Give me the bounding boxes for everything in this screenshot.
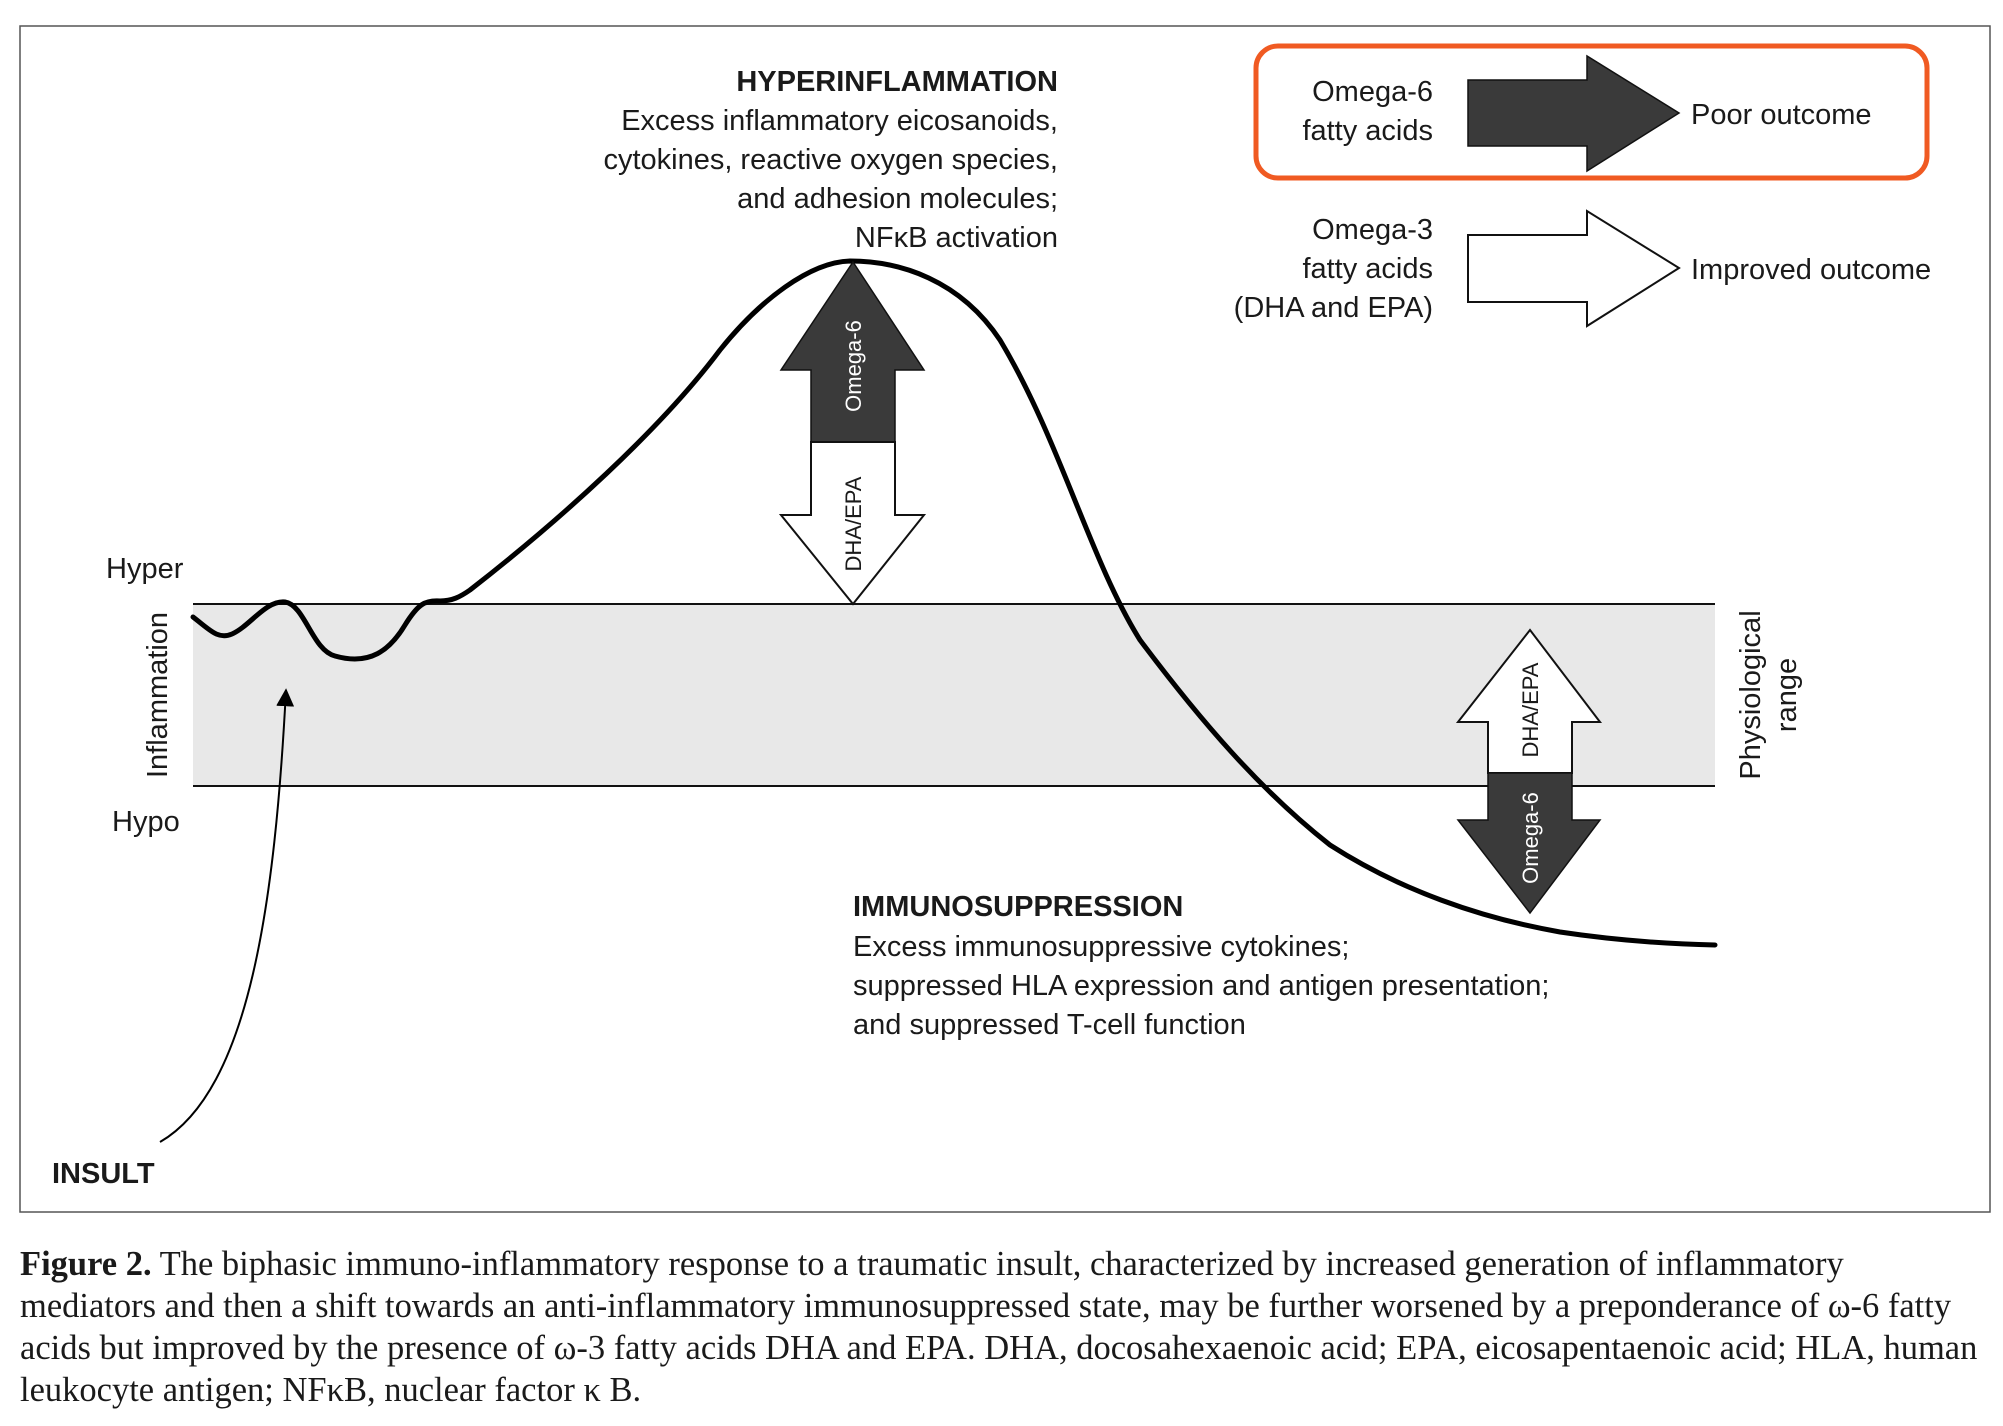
poor-outcome-label: Poor outcome [1691, 99, 1872, 131]
improved-outcome-label: Improved outcome [1691, 254, 1931, 286]
omega3-legend-line-3: (DHA and EPA) [1234, 292, 1433, 324]
immunosuppression-line-3: and suppressed T-cell function [853, 1009, 1246, 1041]
caption-text: The biphasic immuno-inflammatory respons… [20, 1245, 1978, 1409]
insult-arrow [159, 688, 295, 1143]
physiological-range-line-2: range [1771, 658, 1803, 732]
omega6-legend-arrow [1467, 54, 1681, 173]
hyperinflammation-line-1: Excess inflammatory eicosanoids, [621, 105, 1058, 137]
hypo-label: Hypo [112, 806, 180, 838]
peak-omega6-label: Omega-6 [841, 320, 866, 412]
omega6-legend-line-1: Omega-6 [1312, 76, 1433, 108]
hyperinflammation-title: HYPERINFLAMMATION [736, 66, 1058, 98]
figure-frame [19, 25, 1991, 1213]
omega3-legend-arrow [1467, 209, 1681, 328]
insult-label: INSULT [52, 1158, 155, 1190]
immunosuppression-title: IMMUNOSUPPRESSION [853, 891, 1183, 923]
hyperinflammation-line-2: cytokines, reactive oxygen species, [603, 144, 1058, 176]
omega6-highlight-box [1253, 43, 1930, 181]
omega6-legend-line-2: fatty acids [1302, 115, 1433, 147]
immunosuppression-line-2: suppressed HLA expression and antigen pr… [853, 970, 1549, 1002]
peak-dha-epa-label: DHA/EPA [841, 476, 866, 571]
inflammation-response-curve [190, 258, 1718, 948]
omega3-legend-line-1: Omega-3 [1312, 214, 1433, 246]
immunosuppression-line-1: Excess immunosuppressive cytokines; [853, 931, 1349, 963]
physiological-range-band [193, 604, 1715, 786]
caption-title: Figure 2. [20, 1245, 152, 1283]
physiological-range-label: Physiological range [1735, 610, 1803, 779]
trough-dha-epa-label: DHA/EPA [1518, 662, 1543, 757]
hyper-label: Hyper [106, 553, 184, 585]
figure-caption: Figure 2. The biphasic immuno-inflammato… [20, 1243, 1985, 1411]
hyperinflammation-line-4: NFκB activation [855, 222, 1058, 254]
trough-omega6-down-arrow [1456, 772, 1602, 915]
trough-omega6-label: Omega-6 [1518, 792, 1543, 884]
physiological-range-line-1: Physiological [1735, 610, 1767, 779]
inflammation-axis-label: Inflammation [142, 612, 174, 778]
omega3-legend-line-2: fatty acids [1302, 253, 1433, 285]
peak-dha-epa-down-arrow [778, 441, 927, 606]
hyperinflammation-line-3: and adhesion molecules; [737, 183, 1058, 215]
